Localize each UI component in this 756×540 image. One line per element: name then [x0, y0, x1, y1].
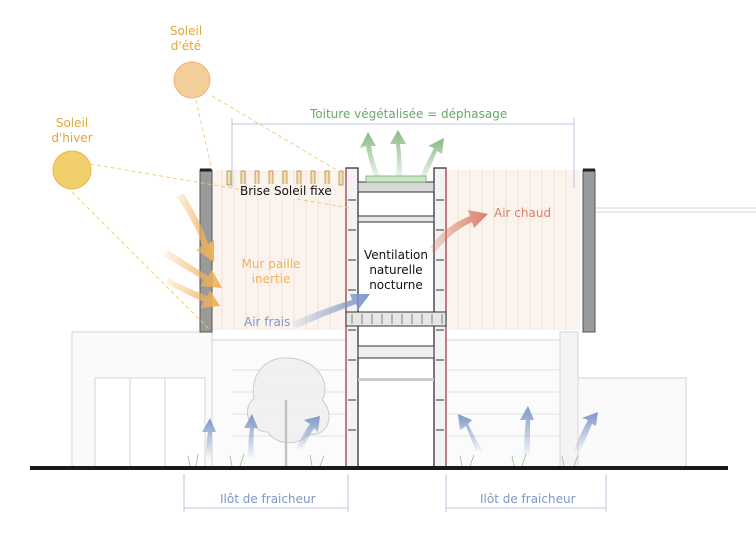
- orange-heat-arrows: [164, 194, 222, 308]
- cool-island-left-label: Ilôt de fraicheur: [220, 492, 316, 506]
- winter-sun-label: Soleil d'hiver: [51, 116, 93, 145]
- ground-line: [30, 466, 728, 470]
- green-roof-label: Toiture végétalisée = déphasage: [310, 107, 508, 121]
- green-roof-arrows: [360, 130, 444, 176]
- central-core: [345, 167, 447, 469]
- cool-air-arrow: [292, 294, 370, 328]
- cool-island-dimensions: [183, 474, 607, 512]
- hot-air-label: Air chaud: [494, 206, 552, 220]
- brise-soleil-slats: [226, 170, 344, 186]
- summer-sun-icon: [173, 61, 211, 99]
- roof-dimension: [231, 118, 575, 188]
- sun-rays: [71, 95, 351, 331]
- cool-island-arrows: [202, 406, 598, 458]
- cool-island-right-label: Ilôt de fraicheur: [480, 492, 576, 506]
- winter-sun-icon: [52, 150, 92, 190]
- hot-air-arrow: [428, 210, 488, 254]
- neighbour-buildings: [71, 207, 756, 469]
- summer-sun-label: Soleil d'été: [169, 24, 203, 53]
- right-wing-fill: [446, 170, 580, 330]
- right-outer-wall: [582, 169, 596, 333]
- straw-wall-label: Mur paille inertie: [241, 257, 301, 286]
- night-ventilation-label: Ventilation naturelle nocturne: [360, 248, 432, 293]
- brise-soleil-label: Brise Soleil fixe: [240, 184, 332, 199]
- cool-air-label: Air frais: [244, 315, 291, 329]
